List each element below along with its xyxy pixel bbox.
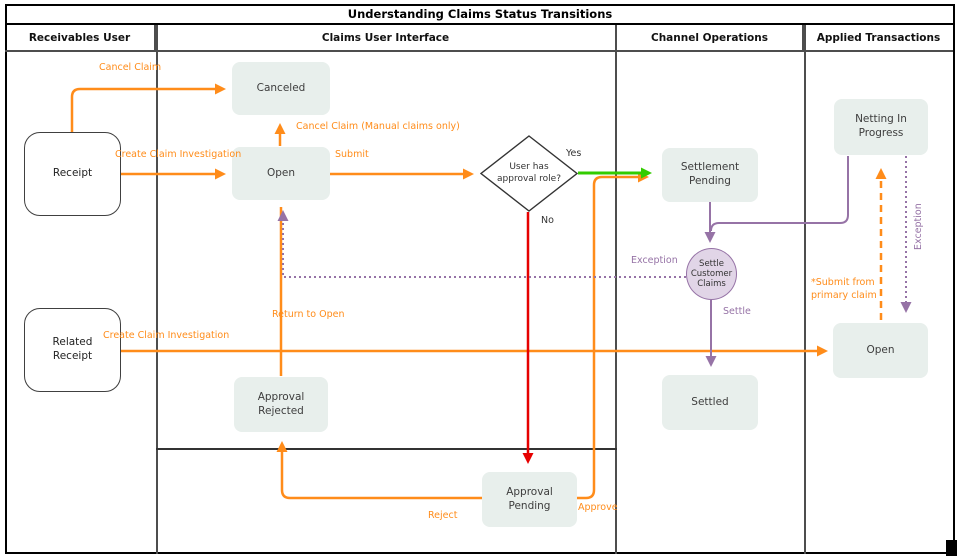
label-approve: Approve bbox=[578, 502, 618, 513]
node-settlement-pending-label: Settlement Pending bbox=[680, 161, 740, 187]
node-netting-in-progress-label: Netting In Progress bbox=[855, 113, 907, 139]
label-submit-from-primary: *Submit from primary claim bbox=[811, 277, 877, 301]
node-canceled-label: Canceled bbox=[256, 81, 306, 94]
node-approval-pending-label: Approval Pending bbox=[506, 485, 553, 512]
label-cancel-claim-manual: Cancel Claim (Manual claims only) bbox=[296, 121, 460, 132]
node-receipt-label: Receipt bbox=[52, 167, 93, 180]
node-settle-customer-claims-label: Settle Customer Claims bbox=[690, 258, 733, 289]
node-related-receipt-label: Related Receipt bbox=[52, 336, 93, 362]
label-no: No bbox=[541, 215, 554, 226]
lane-divider-3 bbox=[804, 25, 806, 554]
label-reject: Reject bbox=[428, 510, 458, 521]
lane-header-applied-transactions: Applied Transactions bbox=[804, 25, 953, 52]
node-receipt: Receipt bbox=[24, 132, 121, 216]
node-netting-in-progress: Netting In Progress bbox=[834, 99, 928, 155]
node-approval-pending: Approval Pending bbox=[482, 472, 577, 527]
label-settle: Settle bbox=[723, 306, 751, 317]
node-canceled: Canceled bbox=[232, 62, 330, 115]
label-return-to-open: Return to Open bbox=[272, 309, 345, 320]
node-open-claims-label: Open bbox=[266, 166, 296, 179]
claims-lane-bottom-line bbox=[156, 448, 617, 450]
label-exception-left: Exception bbox=[631, 255, 678, 266]
lane-header-claims-user-interface: Claims User Interface bbox=[156, 25, 617, 52]
node-settled-label: Settled bbox=[691, 395, 729, 408]
lane-header-receivables-user: Receivables User bbox=[5, 25, 156, 52]
label-yes: Yes bbox=[566, 148, 582, 159]
label-submit: Submit bbox=[335, 149, 369, 160]
node-settled: Settled bbox=[662, 375, 758, 430]
label-exception-right: Exception bbox=[913, 203, 924, 250]
node-settle-customer-claims: Settle Customer Claims bbox=[686, 248, 737, 300]
diagram-border bbox=[5, 4, 955, 554]
label-create-claim-investigation-bottom: Create Claim Investigation bbox=[103, 330, 230, 341]
lane-header-channel-operations: Channel Operations bbox=[617, 25, 804, 52]
node-settlement-pending: Settlement Pending bbox=[662, 148, 758, 202]
label-create-claim-investigation-top: Create Claim Investigation bbox=[115, 149, 242, 160]
lane-divider-1 bbox=[156, 25, 158, 554]
node-approval-rejected-label: Approval Rejected bbox=[257, 390, 305, 417]
node-approval-rejected: Approval Rejected bbox=[234, 377, 328, 432]
label-cancel-claim: Cancel Claim bbox=[99, 62, 162, 73]
node-related-receipt: Related Receipt bbox=[24, 308, 121, 392]
node-decision: User has approval role? bbox=[479, 135, 579, 212]
lane-divider-2 bbox=[615, 25, 617, 554]
node-open-applied: Open bbox=[833, 323, 928, 378]
decision-diamond-shape bbox=[479, 135, 579, 212]
node-open-claims: Open bbox=[232, 147, 330, 200]
border-corner bbox=[946, 540, 957, 556]
node-open-applied-label: Open bbox=[866, 343, 895, 356]
node-decision-label: User has approval role? bbox=[497, 162, 561, 184]
diagram-title: Understanding Claims Status Transitions bbox=[5, 4, 955, 25]
